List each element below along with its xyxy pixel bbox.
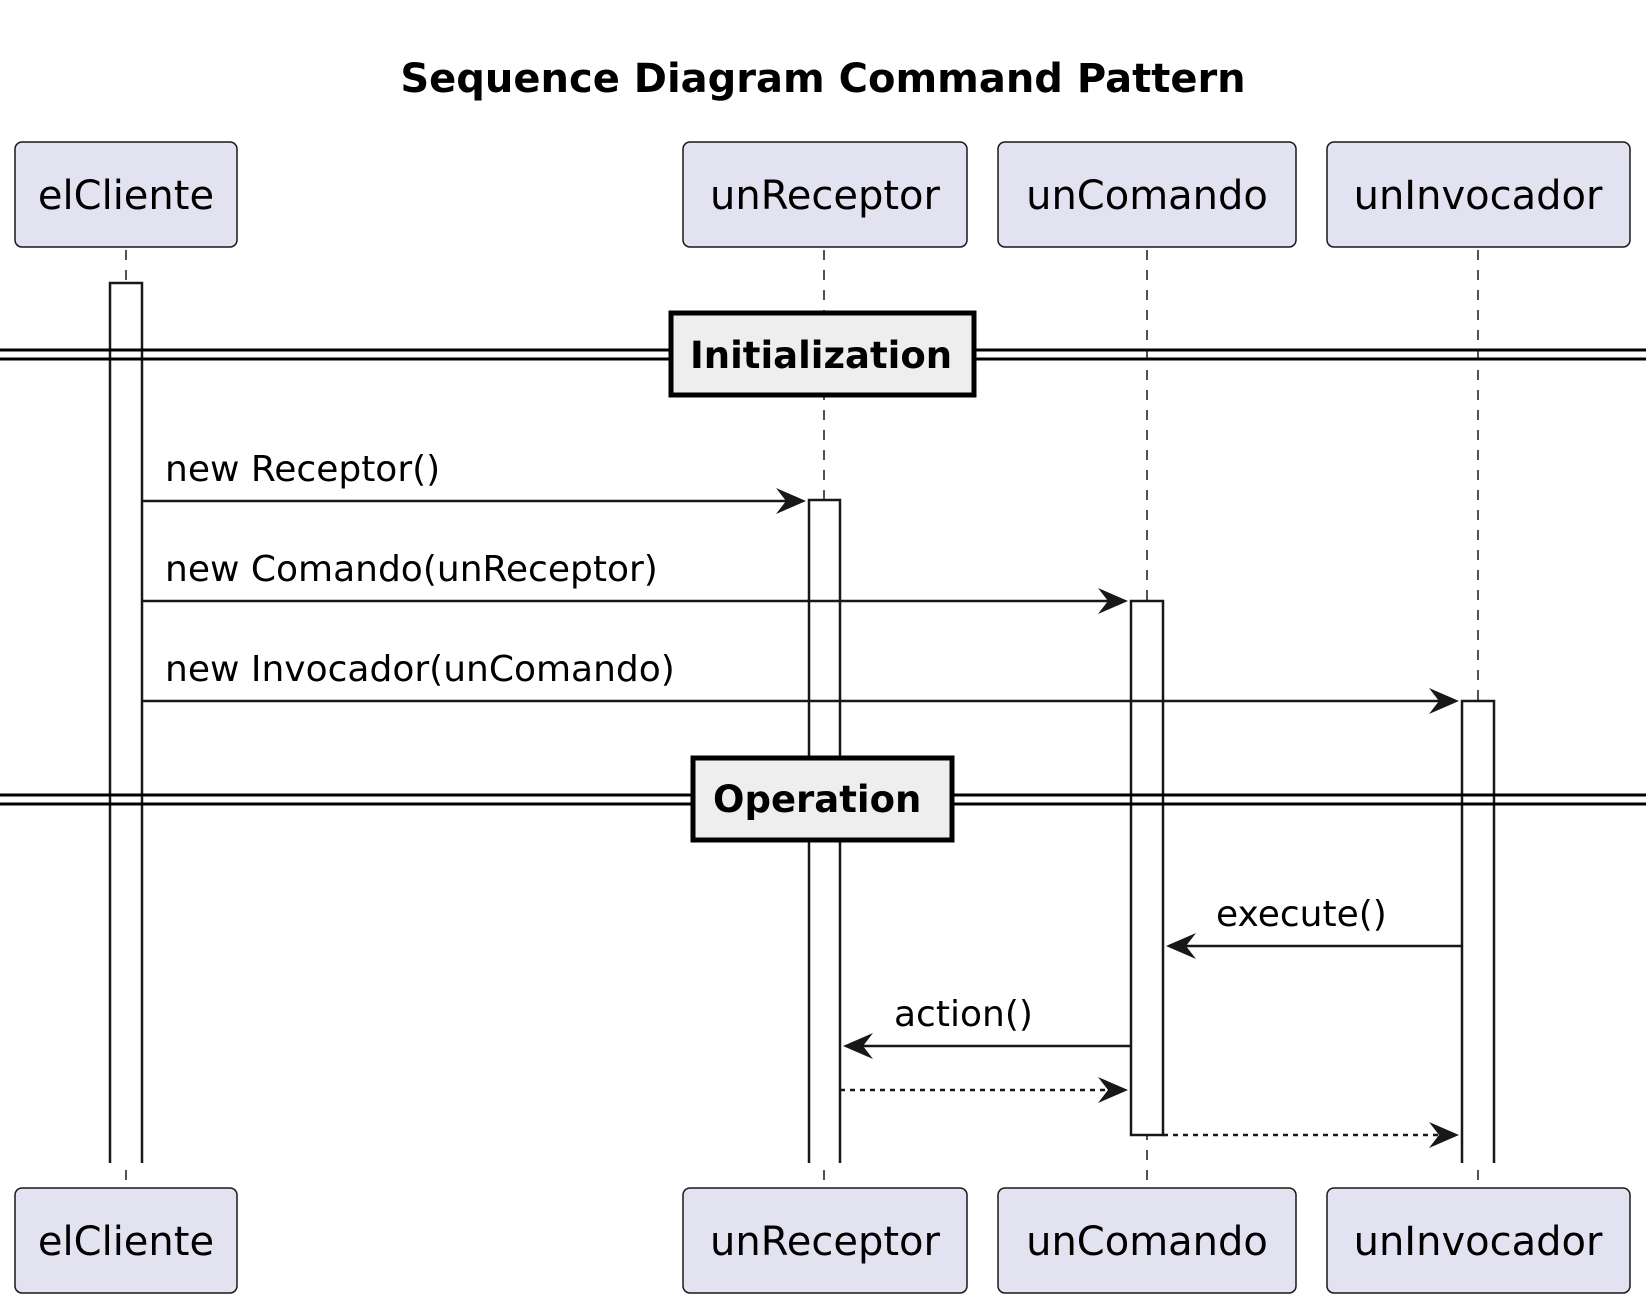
message-return-comando: [1163, 1122, 1459, 1148]
message-label: new Receptor(): [165, 449, 440, 490]
message-new-comando: new Comando(unReceptor): [142, 549, 1128, 614]
activations: [108, 281, 1496, 1163]
divider-label: Initialization: [690, 334, 952, 377]
message-action: action(): [843, 994, 1131, 1059]
participant-label: elCliente: [38, 1219, 214, 1265]
message-new-invocador: new Invocador(unComando): [142, 649, 1459, 714]
message-execute: execute(): [1166, 894, 1462, 959]
participant-label: unReceptor: [710, 173, 940, 219]
activation-uninvocador: [1460, 699, 1496, 1163]
participant-label: unReceptor: [710, 1219, 940, 1265]
message-label: action(): [894, 994, 1033, 1035]
message-label: new Invocador(unComando): [165, 649, 675, 690]
participant-box-uncomando: [997, 1187, 1297, 1294]
participant-label: unInvocador: [1354, 1219, 1603, 1265]
participant-box-unreceptor: [682, 1187, 968, 1294]
participant-box-elcliente: [14, 141, 238, 248]
message-label: execute(): [1216, 894, 1387, 935]
participants-top: elCliente unReceptor unComando unInvocad…: [14, 141, 1631, 248]
message-new-receptor: new Receptor(): [142, 449, 806, 514]
participant-label: elCliente: [38, 173, 214, 219]
participant-label: unComando: [1026, 1219, 1268, 1265]
message-return-receptor: [840, 1077, 1128, 1103]
divider-operation: Operation: [0, 755, 1646, 843]
participant-box-unreceptor: [682, 141, 968, 248]
message-label: new Comando(unReceptor): [165, 549, 658, 590]
participant-box-uninvocador: [1326, 1187, 1631, 1294]
participant-label: unComando: [1026, 173, 1268, 219]
divider-initialization: Initialization: [0, 310, 1646, 398]
messages: new Receptor() new Comando(unReceptor) n…: [142, 449, 1462, 1148]
participant-box-uninvocador: [1326, 141, 1631, 248]
divider-box: [690, 755, 955, 843]
divider-label: Operation: [713, 778, 921, 821]
participants-bottom: elCliente unReceptor unComando unInvocad…: [14, 1187, 1631, 1294]
participant-box-elcliente: [14, 1187, 238, 1294]
activation-elcliente: [108, 281, 144, 1163]
activation-uncomando: [1129, 599, 1165, 1137]
participant-box-uncomando: [997, 141, 1297, 248]
diagram-title: Sequence Diagram Command Pattern: [400, 56, 1245, 102]
divider-box: [668, 310, 977, 398]
participant-label: unInvocador: [1354, 173, 1603, 219]
